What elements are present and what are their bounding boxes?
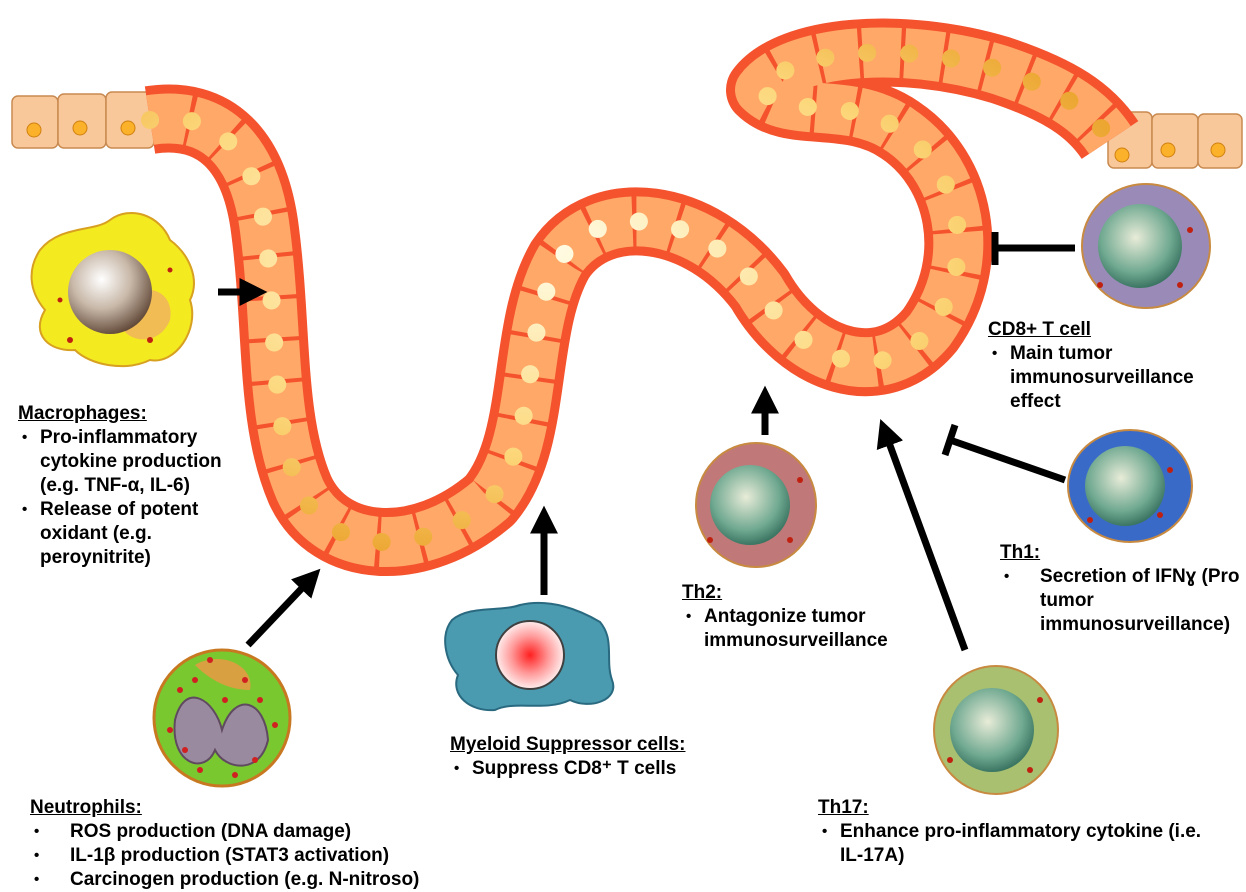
myeloid-title: Myeloid Suppressor cells: — [450, 733, 750, 757]
neutrophils-label: Neutrophils: ROS production (DNA damage)… — [30, 796, 490, 892]
th2-item: Antagonize tumor immunosurveillance — [682, 605, 942, 653]
neutrophils-item: Carcinogen production (e.g. N-nitroso) — [30, 868, 490, 892]
cd8-t-cell — [1082, 184, 1210, 308]
macrophages-label: Macrophages: Pro-inflammatory cytokine p… — [18, 402, 248, 570]
th1-label: Th1: Secretion of IFNɣ (Pro tumor immuno… — [1000, 541, 1240, 637]
cd8-item: Main tumor immunosurveillance effect — [988, 342, 1218, 414]
macrophages-item: Release of potent oxidant (e.g. peroynit… — [18, 498, 248, 570]
normal-cells-left — [12, 92, 154, 148]
neutrophil-cell — [154, 650, 290, 786]
myeloid-suppressor-cell — [445, 603, 613, 710]
th1-item: Secretion of IFNɣ (Pro tumor immunosurve… — [1000, 565, 1240, 637]
th1-title: Th1: — [1000, 541, 1240, 565]
cd8-title: CD8+ T cell — [988, 318, 1218, 342]
th1-inhibit-line — [950, 440, 1065, 480]
th2-title: Th2: — [682, 581, 942, 605]
th17-label: Th17: Enhance pro-inflammatory cytokine … — [818, 796, 1218, 868]
myeloid-item: Suppress CD8⁺ T cells — [450, 757, 750, 781]
neutrophils-item: IL-1β production (STAT3 activation) — [30, 844, 490, 868]
th2-label: Th2: Antagonize tumor immunosurveillance — [682, 581, 942, 653]
macrophages-title: Macrophages: — [18, 402, 248, 426]
th2-cell — [696, 443, 816, 567]
neutrophils-title: Neutrophils: — [30, 796, 490, 820]
th1-cell — [1068, 430, 1192, 542]
cd8-label: CD8+ T cell Main tumor immunosurveillanc… — [988, 318, 1218, 414]
macrophage-cell — [32, 213, 194, 366]
neutrophil-arrow — [248, 585, 305, 645]
th17-title: Th17: — [818, 796, 1218, 820]
myeloid-label: Myeloid Suppressor cells: Suppress CD8⁺ … — [450, 733, 750, 781]
macrophages-item: Pro-inflammatory cytokine production (e.… — [18, 426, 248, 498]
neutrophils-item: ROS production (DNA damage) — [30, 820, 490, 844]
th1-inhibit-bar — [945, 425, 955, 455]
th17-cell — [934, 666, 1058, 794]
th17-item: Enhance pro-inflammatory cytokine (i.e. … — [818, 820, 1218, 868]
